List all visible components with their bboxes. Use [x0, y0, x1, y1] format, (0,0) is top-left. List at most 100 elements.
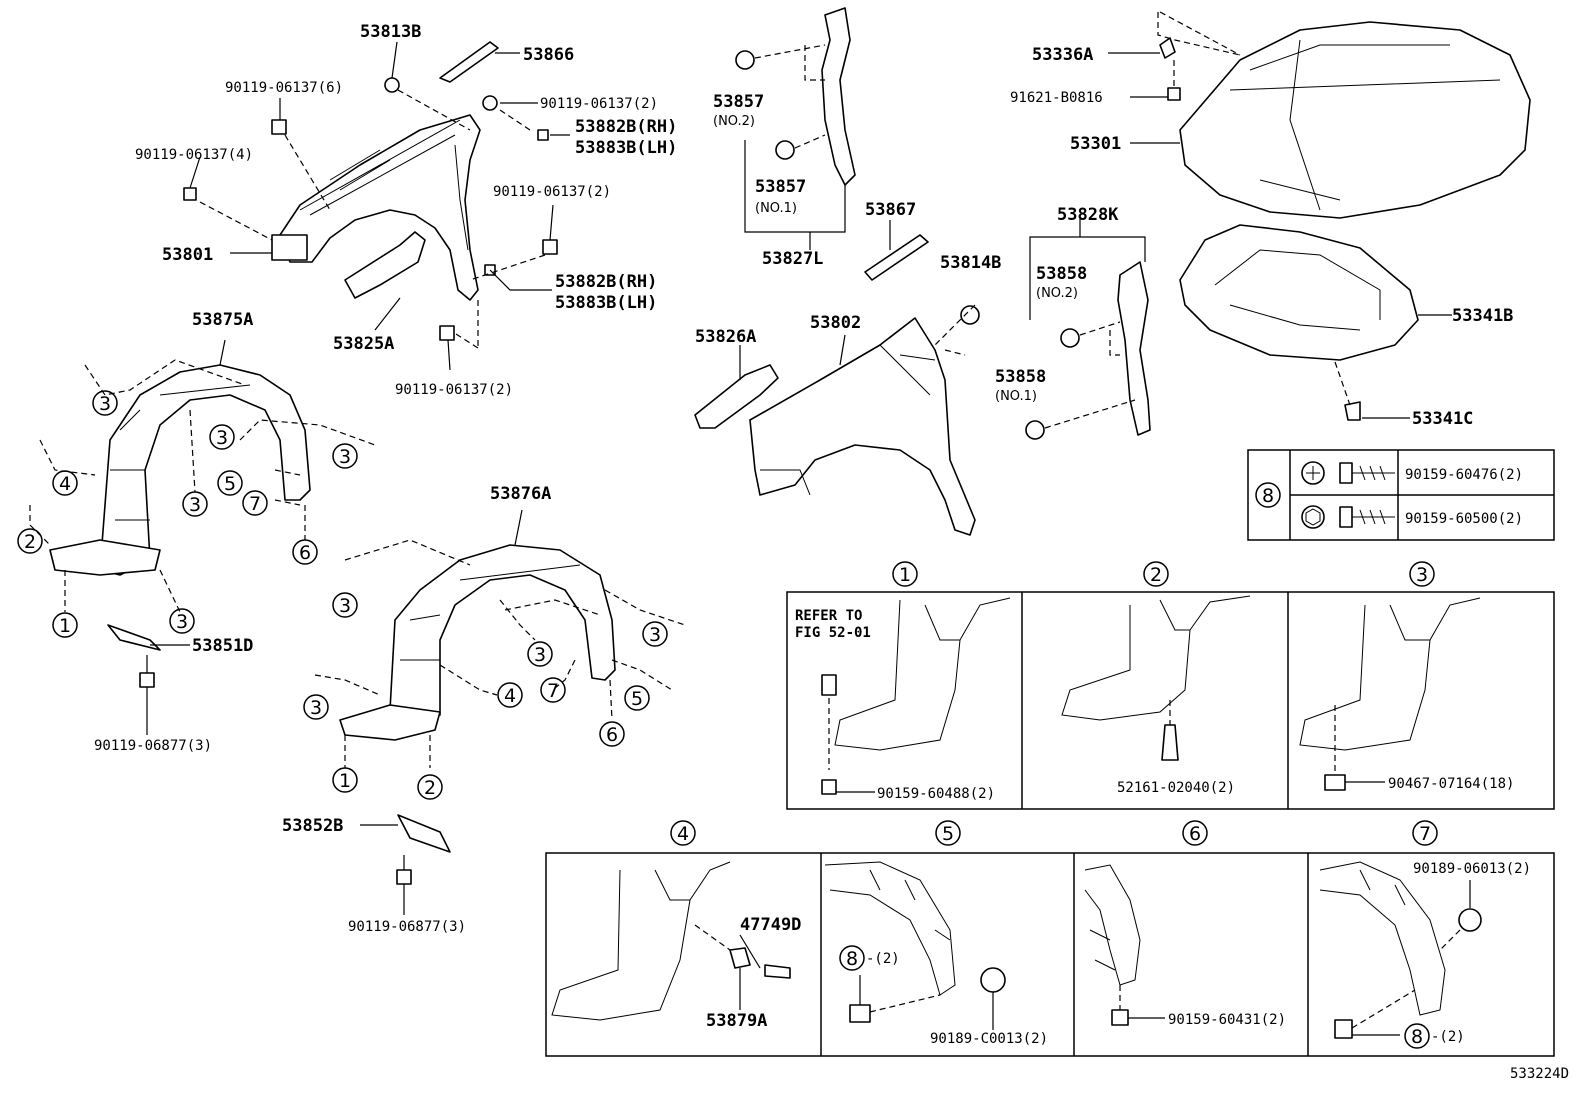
marker-4: 4 — [504, 685, 516, 707]
marker-3: 3 — [216, 427, 228, 449]
marker-3: 3 — [339, 595, 351, 617]
marker-2: 2 — [24, 531, 36, 553]
label-53858-no2: 53858 — [1036, 264, 1087, 284]
marker-4: 4 — [677, 823, 689, 845]
marker-7: 7 — [547, 680, 559, 702]
marker-8: 8 — [846, 948, 858, 970]
label-53301: 53301 — [1070, 134, 1121, 154]
label-53879A: 53879A — [706, 1011, 767, 1031]
marker-7: 7 — [249, 493, 261, 515]
label-53857-no2-sub: (NO.2) — [713, 114, 755, 129]
label-53851D: 53851D — [192, 636, 253, 656]
diagram-id: 533224D — [1510, 1066, 1569, 1082]
label-53802: 53802 — [810, 313, 861, 333]
marker-3: 3 — [99, 393, 111, 415]
label-90159-60476: 90159-60476(2) — [1405, 467, 1523, 483]
liner-53876A[interactable] — [339, 544, 616, 853]
seal-53866[interactable] — [439, 41, 499, 83]
marker-3: 3 — [339, 446, 351, 468]
label-53882B-rh-1: 53882B(RH) — [575, 117, 677, 137]
label-53825A: 53825A — [333, 334, 394, 354]
label-53852B: 53852B — [282, 816, 343, 836]
bracket-53825A[interactable] — [344, 231, 426, 299]
clips-hood[interactable] — [1159, 37, 1361, 421]
marker-7: 7 — [1419, 823, 1431, 845]
marker-8: 8 — [1262, 485, 1274, 507]
liner-53875A[interactable] — [49, 364, 311, 651]
marker-5: 5 — [224, 473, 236, 495]
label-53336A: 53336A — [1032, 45, 1093, 65]
detail-1-liner — [821, 597, 1011, 795]
seal-53828K[interactable] — [960, 261, 1151, 440]
label-53875A: 53875A — [192, 310, 253, 330]
label-53858-no1: 53858 — [995, 367, 1046, 387]
detail-6-liner — [1084, 864, 1165, 1026]
label-53867: 53867 — [865, 200, 916, 220]
marker-5: 5 — [942, 823, 954, 845]
label-47749D: 47749D — [740, 915, 801, 935]
label-53857-no1: 53857 — [755, 177, 806, 197]
marker-3: 3 — [189, 494, 201, 516]
leaders-liners-dashed — [29, 359, 686, 768]
leaders-hood — [1108, 11, 1452, 419]
detail-3-liner — [1299, 597, 1481, 791]
bracket-53826A[interactable] — [694, 364, 779, 429]
label-53876A: 53876A — [490, 484, 551, 504]
fastener-table-8 — [1247, 449, 1555, 541]
label-90119-06877-3b: 90119-06877(3) — [348, 919, 466, 935]
marker-1: 1 — [339, 770, 351, 792]
label-90159-60500: 90159-60500(2) — [1405, 511, 1523, 527]
insulator-53341B[interactable] — [1179, 224, 1419, 361]
detail-boxes-top — [786, 591, 1555, 810]
marker-1: 1 — [899, 564, 911, 586]
label-53866: 53866 — [523, 45, 574, 65]
qty-8-a: -(2) — [866, 951, 900, 967]
fender-53801[interactable] — [271, 114, 481, 301]
label-53857-no2: 53857 — [713, 92, 764, 112]
label-90119-06137-6: 90119-06137(6) — [225, 80, 343, 96]
label-90119-06137-2c: 90119-06137(2) — [395, 382, 513, 398]
detail-2-liner — [1061, 595, 1251, 761]
detail-boxes-bottom — [545, 852, 1555, 1057]
label-53813B: 53813B — [360, 22, 421, 42]
marker-3: 3 — [534, 644, 546, 666]
marker-4: 4 — [59, 473, 71, 495]
seal-53867[interactable] — [864, 234, 929, 281]
fender-53802[interactable] — [749, 317, 976, 536]
label-91621-B0816: 91621-B0816 — [1010, 90, 1103, 106]
refer-to-text: REFER TO — [795, 608, 862, 624]
seal-53827L[interactable] — [735, 7, 856, 186]
marker-3: 3 — [310, 697, 322, 719]
marker-3: 3 — [176, 611, 188, 633]
marker-3: 3 — [649, 624, 661, 646]
detail-4-liner — [551, 861, 791, 1021]
label-53827L: 53827L — [762, 249, 823, 269]
label-90119-06137-4: 90119-06137(4) — [135, 147, 253, 163]
label-52161-02040: 52161-02040(2) — [1117, 780, 1235, 796]
leaders-topleft — [189, 41, 570, 371]
marker-6: 6 — [299, 542, 311, 564]
label-53857-no1-sub: (NO.1) — [755, 201, 797, 216]
marker-6: 6 — [1189, 823, 1201, 845]
label-90189-06013: 90189-06013(2) — [1413, 861, 1531, 877]
label-90119-06137-2a: 90119-06137(2) — [540, 96, 658, 112]
marker-6: 6 — [606, 724, 618, 746]
marker-1: 1 — [59, 615, 71, 637]
circled-markers: 3 4 2 1 3 3 3 3 5 7 6 3 3 1 2 3 4 7 3 5 … — [17, 390, 1438, 1049]
marker-2: 2 — [1150, 564, 1162, 586]
label-53882B-rh-2: 53882B(RH) — [555, 272, 657, 292]
hood-53301[interactable] — [1179, 21, 1531, 219]
label-90467-07164: 90467-07164(18) — [1388, 776, 1514, 792]
label-53858-no1-sub: (NO.1) — [995, 389, 1037, 404]
leaders-center — [739, 44, 1146, 429]
refer-fig-text: FIG 52-01 — [795, 625, 871, 641]
label-53883B-lh-1: 53883B(LH) — [575, 138, 677, 158]
label-90159-60431: 90159-60431(2) — [1168, 1012, 1286, 1028]
label-53341C: 53341C — [1412, 409, 1473, 429]
marker-5: 5 — [631, 688, 643, 710]
label-53826A: 53826A — [695, 327, 756, 347]
detail-5-liner — [824, 861, 1006, 1030]
label-90119-06877-3a: 90119-06877(3) — [94, 738, 212, 754]
screws-liners[interactable] — [139, 339, 523, 915]
